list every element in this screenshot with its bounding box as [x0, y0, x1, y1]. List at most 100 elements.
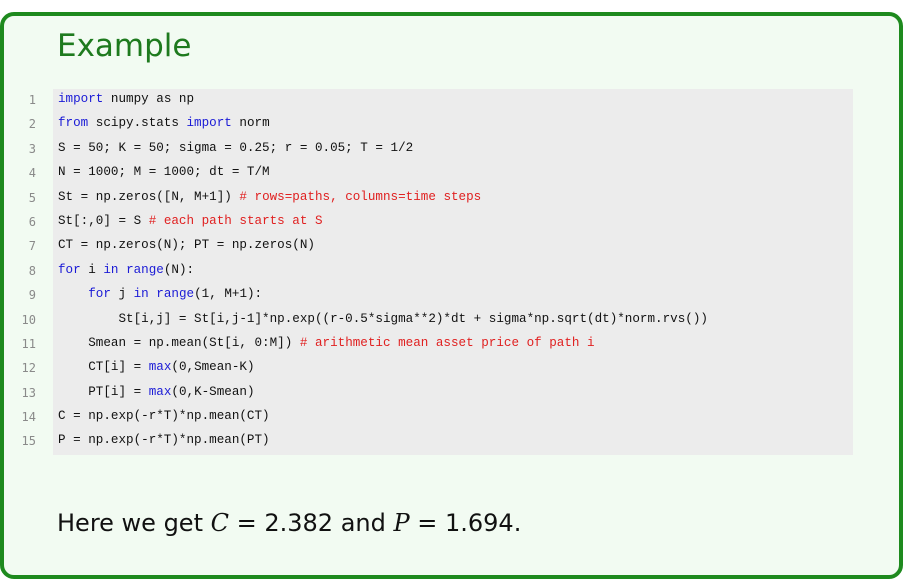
code-token: PT[i] = [58, 384, 149, 399]
code-line: 2 from scipy.stats import norm [0, 113, 911, 138]
code-line-background [53, 210, 853, 236]
code-keyword: import [186, 116, 232, 131]
code-keyword: range [156, 287, 195, 302]
code-comment: # each path starts at S [148, 213, 323, 228]
line-number: 10 [21, 312, 36, 327]
code-token: N = 1000; M = 1000; dt = T/M [58, 165, 270, 180]
code-token: (N): [163, 262, 195, 277]
code-token: j [110, 287, 134, 302]
code-line: 5 St = np.zeros([N, M+1]) # rows=paths, c… [0, 186, 911, 211]
code-token: St = np.zeros([N, M+1]) [58, 189, 240, 204]
result-eq2: = 1.694. [409, 509, 522, 537]
code-text: St[i,j] = St[i,j-1]*np.exp((r-0.5*sigma*… [58, 312, 708, 326]
code-keyword: in [133, 287, 149, 302]
code-token: (0,K-Smean) [171, 384, 255, 399]
code-token: norm [231, 116, 270, 131]
code-text: St = np.zeros([N, M+1]) # rows=paths, co… [58, 190, 481, 204]
code-text: N = 1000; M = 1000; dt = T/M [58, 165, 270, 179]
line-number: 1 [28, 93, 36, 107]
line-number: 15 [21, 434, 36, 449]
line-number: 9 [28, 288, 36, 303]
code-text: S = 50; K = 50; sigma = 0.25; r = 0.05; … [58, 141, 413, 155]
code-token: i [80, 262, 104, 277]
code-token: Smean = np.mean(St[i, 0:M]) [58, 335, 300, 350]
code-line-background [53, 137, 853, 163]
code-line-background [53, 235, 853, 260]
code-line: 14 C = np.exp(-r*T)*np.mean(CT) [0, 406, 911, 431]
line-number: 5 [28, 190, 36, 205]
code-token: (1, M+1): [194, 287, 263, 302]
code-line: 10 St[i,j] = St[i,j-1]*np.exp((r-0.5*sig… [0, 308, 911, 333]
line-number: 12 [21, 361, 36, 376]
code-keyword: max [148, 360, 172, 375]
code-line: 9 for j in range(1, M+1): [0, 284, 911, 309]
code-keyword: max [148, 384, 172, 399]
result-prefix: Here we get [57, 509, 211, 537]
code-text: from scipy.stats import norm [58, 116, 270, 130]
code-line: 7 CT = np.zeros(N); PT = np.zeros(N) [0, 235, 911, 260]
code-text: Smean = np.mean(St[i, 0:M]) # arithmetic… [58, 335, 595, 350]
code-token [58, 287, 88, 301]
result-eq1: = 2.382 and [228, 509, 394, 537]
line-number: 7 [28, 239, 36, 254]
var-p: P [393, 509, 410, 537]
code-text: CT[i] = max(0,Smean-K) [58, 360, 255, 375]
code-line-background [53, 332, 853, 358]
block-title: Example [57, 28, 192, 64]
code-comment: # rows=paths, columns=time steps [239, 189, 482, 204]
code-token: numpy as np [103, 92, 195, 106]
code-line-background [53, 357, 853, 382]
code-line: 13 PT[i] = max(0,K-Smean) [0, 381, 911, 407]
code-comment: # arithmetic mean asset price of path i [299, 335, 595, 350]
code-token: C = np.exp(-r*T)*np.mean(CT) [58, 409, 270, 424]
code-line: 1 import numpy as np [0, 89, 911, 114]
code-text: import numpy as np [58, 92, 194, 106]
code-keyword: for [58, 262, 81, 277]
code-text: PT[i] = max(0,K-Smean) [58, 384, 255, 399]
code-line: 11 Smean = np.mean(St[i, 0:M]) # arithme… [0, 332, 911, 358]
code-text: CT = np.zeros(N); PT = np.zeros(N) [58, 238, 315, 252]
code-line-background [53, 113, 853, 138]
code-token [119, 263, 127, 277]
code-token: S = 50; K = 50; sigma = 0.25; r = 0.05; … [58, 140, 414, 155]
code-line-background [53, 406, 853, 431]
code-line-background [53, 308, 853, 333]
code-line: 3 S = 50; K = 50; sigma = 0.25; r = 0.05;… [0, 137, 911, 163]
code-line: 8 for i in range(N): [0, 259, 911, 285]
code-token: scipy.stats [88, 116, 187, 131]
code-token: CT = np.zeros(N); PT = np.zeros(N) [58, 238, 315, 253]
code-token: St[i,j] = St[i,j-1]*np.exp((r-0.5*sigma*… [58, 311, 708, 326]
code-line-background [53, 89, 853, 114]
code-text: P = np.exp(-r*T)*np.mean(PT) [58, 433, 270, 447]
code-line: 15 P = np.exp(-r*T)*np.mean(PT) [0, 430, 911, 455]
code-keyword: import [58, 92, 104, 106]
code-line-background [53, 259, 853, 285]
code-line: 12 CT[i] = max(0,Smean-K) [0, 357, 911, 382]
line-number: 8 [28, 263, 36, 278]
code-token: CT[i] = [58, 360, 149, 375]
code-line-background [53, 381, 853, 407]
code-keyword: range [126, 262, 164, 277]
line-number: 13 [21, 385, 36, 400]
code-keyword: in [103, 262, 119, 277]
code-listing: 1 import numpy as np 2 from scipy.stats imp… [0, 89, 911, 455]
code-token: (0,Smean-K) [171, 360, 255, 375]
var-c: C [210, 509, 229, 537]
code-token: St[:,0] = S [58, 213, 149, 228]
code-line-background [53, 284, 853, 309]
code-token: P = np.exp(-r*T)*np.mean(PT) [58, 433, 270, 448]
line-number: 11 [21, 336, 36, 351]
code-text: C = np.exp(-r*T)*np.mean(CT) [58, 409, 270, 423]
code-keyword: for [88, 287, 111, 302]
result-sentence: Here we get C = 2.382 and P = 1.694. [57, 509, 521, 537]
line-number: 2 [28, 117, 36, 132]
code-text: for i in range(N): [58, 263, 194, 277]
line-number: 14 [21, 410, 36, 425]
line-number: 6 [28, 214, 36, 229]
code-line-background [53, 430, 853, 455]
code-line-background [53, 162, 853, 187]
line-number: 3 [28, 141, 36, 156]
code-line-background [53, 186, 853, 211]
code-text: for j in range(1, M+1): [58, 287, 262, 301]
